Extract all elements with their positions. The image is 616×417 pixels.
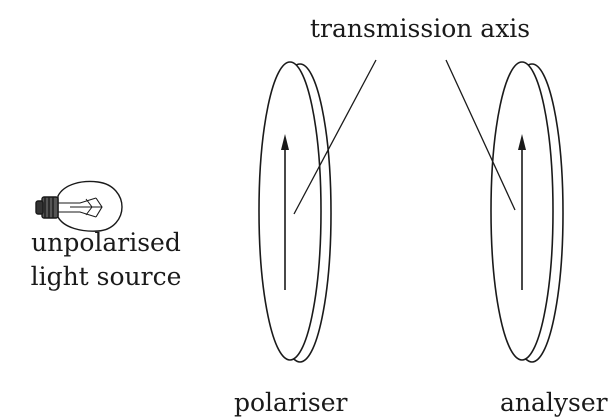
analyser-label: analyser [500,388,608,417]
polariser-axis-arrow [281,134,289,290]
pointer-line-analyser [445,59,516,211]
light-source-label-line1: unpolarised [31,228,181,257]
pointer-line-polariser [293,59,377,215]
lightbulb-icon [35,180,123,232]
light-source-label: unpolarised light source [6,226,206,294]
analyser-axis-arrow [518,134,526,290]
analyser-disc [490,61,564,363]
light-source-label-line2: light source [30,262,182,291]
polariser-label: polariser [234,388,348,417]
transmission-axis-label: transmission axis [310,14,531,43]
